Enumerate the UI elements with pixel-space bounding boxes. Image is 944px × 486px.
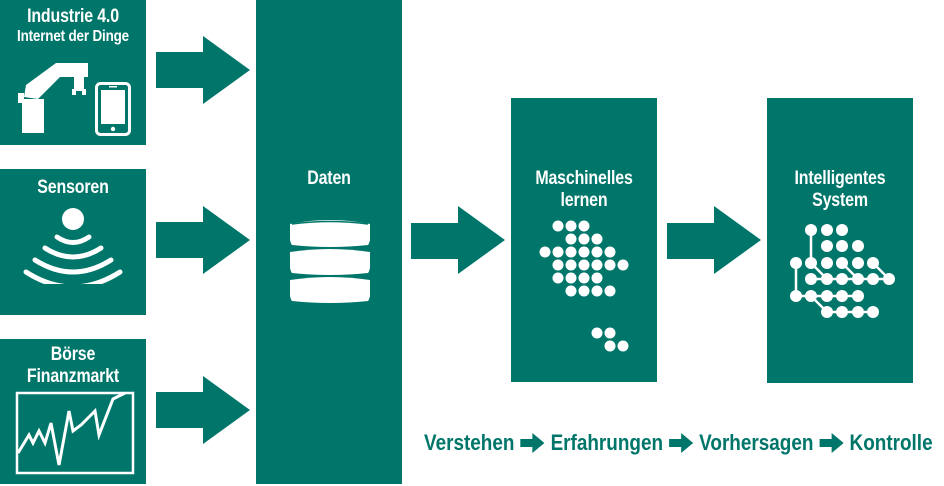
pattern-dot: [836, 240, 848, 252]
pattern-dot: [565, 233, 577, 245]
pattern-dot: [539, 246, 551, 258]
source-title-boerse: Börse: [50, 344, 96, 365]
pattern-dot: [591, 285, 603, 297]
arrow-right-icon: [520, 433, 545, 453]
pattern-dot: [852, 290, 864, 302]
data-store-title: Daten: [307, 168, 351, 189]
pattern-dot: [836, 290, 848, 302]
pattern-dot: [867, 273, 879, 285]
pattern-dot: [578, 272, 590, 284]
stock-chart-icon: [15, 391, 135, 475]
pattern-dot: [565, 272, 577, 284]
pattern-dot: [805, 273, 817, 285]
arrow-right-icon: [669, 433, 694, 453]
pattern-dot: [852, 240, 864, 252]
pattern-dot: [867, 257, 879, 269]
source-box-boerse: Börse Finanzmarkt: [0, 339, 146, 484]
system-title-line1: Intelligentes: [794, 168, 886, 189]
pattern-dot: [821, 273, 833, 285]
pattern-dot: [565, 259, 577, 271]
pattern-dot: [552, 220, 564, 232]
pattern-dot: [790, 290, 802, 302]
smartphone-icon: [95, 82, 131, 136]
pattern-dot: [852, 306, 864, 318]
process-flow: Verstehen Erfahrungen Vorhersagen Kontro…: [424, 428, 933, 458]
flow-step-verstehen: Verstehen: [424, 430, 515, 455]
intelligent-system-box: Intelligentes System: [767, 98, 913, 383]
pattern-dot: [821, 306, 833, 318]
pattern-dot: [821, 257, 833, 269]
pattern-dot: [578, 220, 590, 232]
pattern-dot: [591, 259, 603, 271]
pattern-dot: [591, 246, 603, 258]
pattern-dot: [836, 224, 848, 236]
pattern-dot: [805, 224, 817, 236]
pattern-dot: [578, 285, 590, 297]
pattern-dot: [578, 246, 590, 258]
source-box-industrie: Industrie 4.0 Internet der Dinge: [0, 0, 146, 145]
pattern-dot: [805, 257, 817, 269]
pattern-dot: [604, 285, 616, 297]
system-title-line2: System: [812, 190, 868, 211]
flow-step-vorhersagen: Vorhersagen: [699, 430, 814, 455]
pattern-dot: [604, 259, 616, 271]
pattern-dot: [604, 327, 616, 339]
pattern-dot: [565, 246, 577, 258]
arrow-right-icon: [819, 433, 844, 453]
pattern-dot: [836, 273, 848, 285]
pattern-dot: [617, 259, 629, 271]
pattern-dot: [883, 273, 895, 285]
pattern-dot: [591, 272, 603, 284]
pattern-dot: [578, 259, 590, 271]
pattern-dot: [821, 240, 833, 252]
data-store-box: Daten: [256, 0, 402, 484]
flow-step-kontrolle: Kontrolle: [849, 430, 933, 455]
pattern-dot: [604, 246, 616, 258]
pattern-dot: [821, 290, 833, 302]
arrow-sensoren-to-daten: [156, 206, 250, 274]
robot-arm-icon: [18, 63, 88, 133]
sensor-signal-icon: [23, 208, 123, 284]
pattern-dot: [617, 340, 629, 352]
pattern-dot: [552, 259, 564, 271]
machine-learning-box: Maschinelles lernen: [511, 98, 657, 382]
source-subtitle-boerse: Finanzmarkt: [26, 366, 120, 387]
dot-pattern-icon: [539, 220, 629, 352]
arrow-daten-to-ml: [411, 206, 505, 274]
arrow-industrie-to-daten: [156, 36, 250, 104]
pattern-dot: [821, 224, 833, 236]
pattern-dot: [552, 246, 564, 258]
database-icon: [290, 220, 370, 303]
pattern-dot: [604, 340, 616, 352]
flow-step-erfahrungen: Erfahrungen: [550, 430, 664, 455]
pattern-dot: [836, 306, 848, 318]
pattern-dot: [805, 290, 817, 302]
arrow-ml-to-system: [667, 206, 761, 274]
pattern-dot: [552, 272, 564, 284]
pattern-dot: [565, 220, 577, 232]
pattern-dot: [578, 233, 590, 245]
pattern-dot: [852, 257, 864, 269]
source-subtitle-industrie: Internet der Dinge: [17, 28, 129, 45]
pattern-dot: [867, 306, 879, 318]
pattern-dot: [790, 257, 802, 269]
source-title-sensoren: Sensoren: [37, 177, 109, 198]
pattern-dot: [836, 257, 848, 269]
source-title-industrie: Industrie 4.0: [27, 6, 119, 27]
pattern-dot: [591, 233, 603, 245]
arrow-boerse-to-daten: [156, 376, 250, 444]
neural-network-icon: [790, 224, 895, 318]
ml-title-line2: lernen: [560, 190, 608, 211]
pattern-dot: [565, 285, 577, 297]
pattern-dot: [852, 273, 864, 285]
ml-title-line1: Maschinelles: [535, 168, 633, 189]
source-box-sensoren: Sensoren: [0, 169, 146, 315]
pattern-dot: [591, 327, 603, 339]
